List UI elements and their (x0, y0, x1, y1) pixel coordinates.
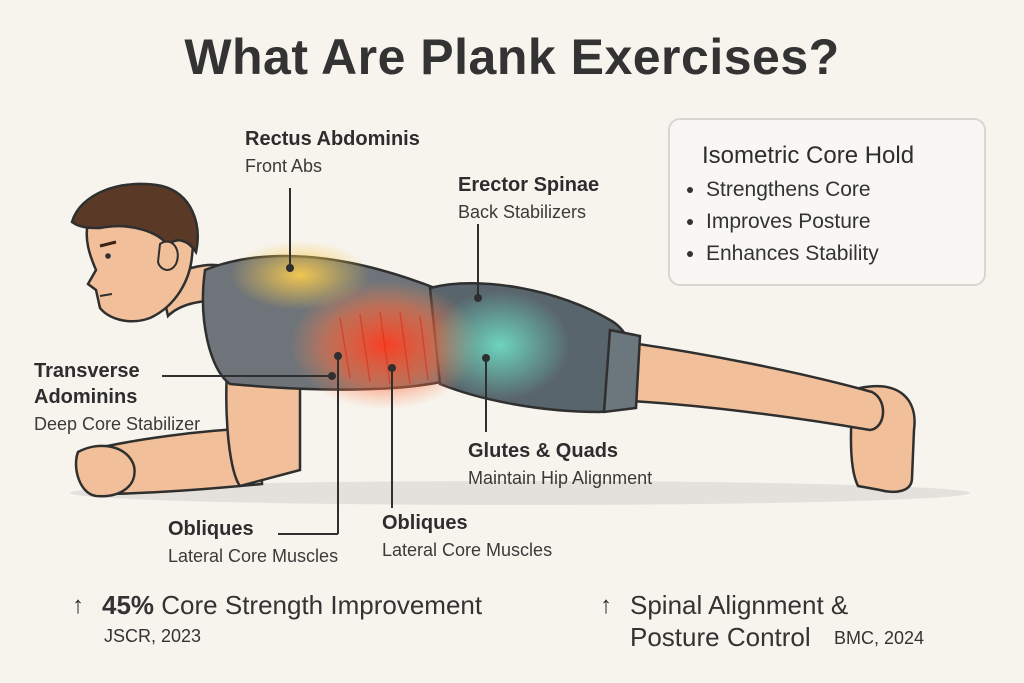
glute-teal-highlight (430, 290, 570, 400)
glutes-label: Glutes & Quads (468, 440, 619, 462)
page-title: What Are Plank Exercises? (184, 29, 840, 85)
core-strength-stat: 45% Core Strength Improvement (102, 590, 482, 621)
calf (608, 338, 885, 432)
erector-label: Erector Spinae (458, 174, 600, 196)
transverse-label-line1: Transverse (34, 360, 140, 382)
isometric-info-box: Isometric Core Hold Strengthens Core Imp… (668, 118, 986, 286)
spinal-alignment-line1: Spinal Alignment & (630, 590, 849, 620)
obliques-center-desc: Lateral Core Muscles (382, 540, 553, 560)
ear (156, 240, 179, 271)
up-arrow-icon: ↑ (600, 592, 612, 619)
eyebrow (99, 240, 117, 248)
obliques-left-desc: Lateral Core Muscles (168, 546, 339, 566)
obliques-left-label: Obliques (168, 518, 254, 540)
transverse-desc: Deep Core Stabilizer (34, 414, 201, 434)
infobox-title: Isometric Core Hold (702, 142, 915, 169)
stat-text: Core Strength Improvement (161, 590, 483, 620)
rectus-label: Rectus Abdominis (245, 128, 420, 150)
glutes-leader-dot (482, 354, 490, 362)
stat-source-left: JSCR, 2023 (104, 626, 202, 646)
spinal-alignment-line2: Posture Control (630, 622, 811, 652)
glutes-desc: Maintain Hip Alignment (468, 468, 653, 488)
erector-leader-dot (474, 294, 482, 302)
transverse-leader-dot (328, 372, 336, 380)
stat-value: 45% (102, 590, 155, 620)
obliques-center-label: Obliques (382, 512, 468, 534)
benefit-item: Enhances Stability (706, 238, 879, 270)
transverse-label-line2: Adominins (34, 386, 138, 408)
rectus-desc: Front Abs (245, 156, 323, 176)
obliques-center-leader-dot (388, 364, 396, 372)
shorts-hem (602, 328, 642, 414)
hair (70, 182, 199, 256)
eye (105, 253, 111, 259)
benefit-item: Strengthens Core (706, 174, 879, 206)
benefit-item: Improves Posture (706, 206, 879, 238)
erector-desc: Back Stabilizers (458, 202, 587, 222)
benefits-list: Strengthens Core Improves Posture Enhanc… (680, 174, 879, 270)
muscle-fiber-lines (339, 311, 429, 385)
mouth (99, 293, 113, 297)
floor-shadow (70, 481, 970, 505)
up-arrow-icon: ↑ (72, 592, 84, 619)
stat-source-right: BMC, 2024 (834, 628, 925, 648)
fist (74, 444, 136, 498)
obliques-left-leader-dot (334, 352, 342, 360)
rectus-leader-dot (286, 264, 294, 272)
